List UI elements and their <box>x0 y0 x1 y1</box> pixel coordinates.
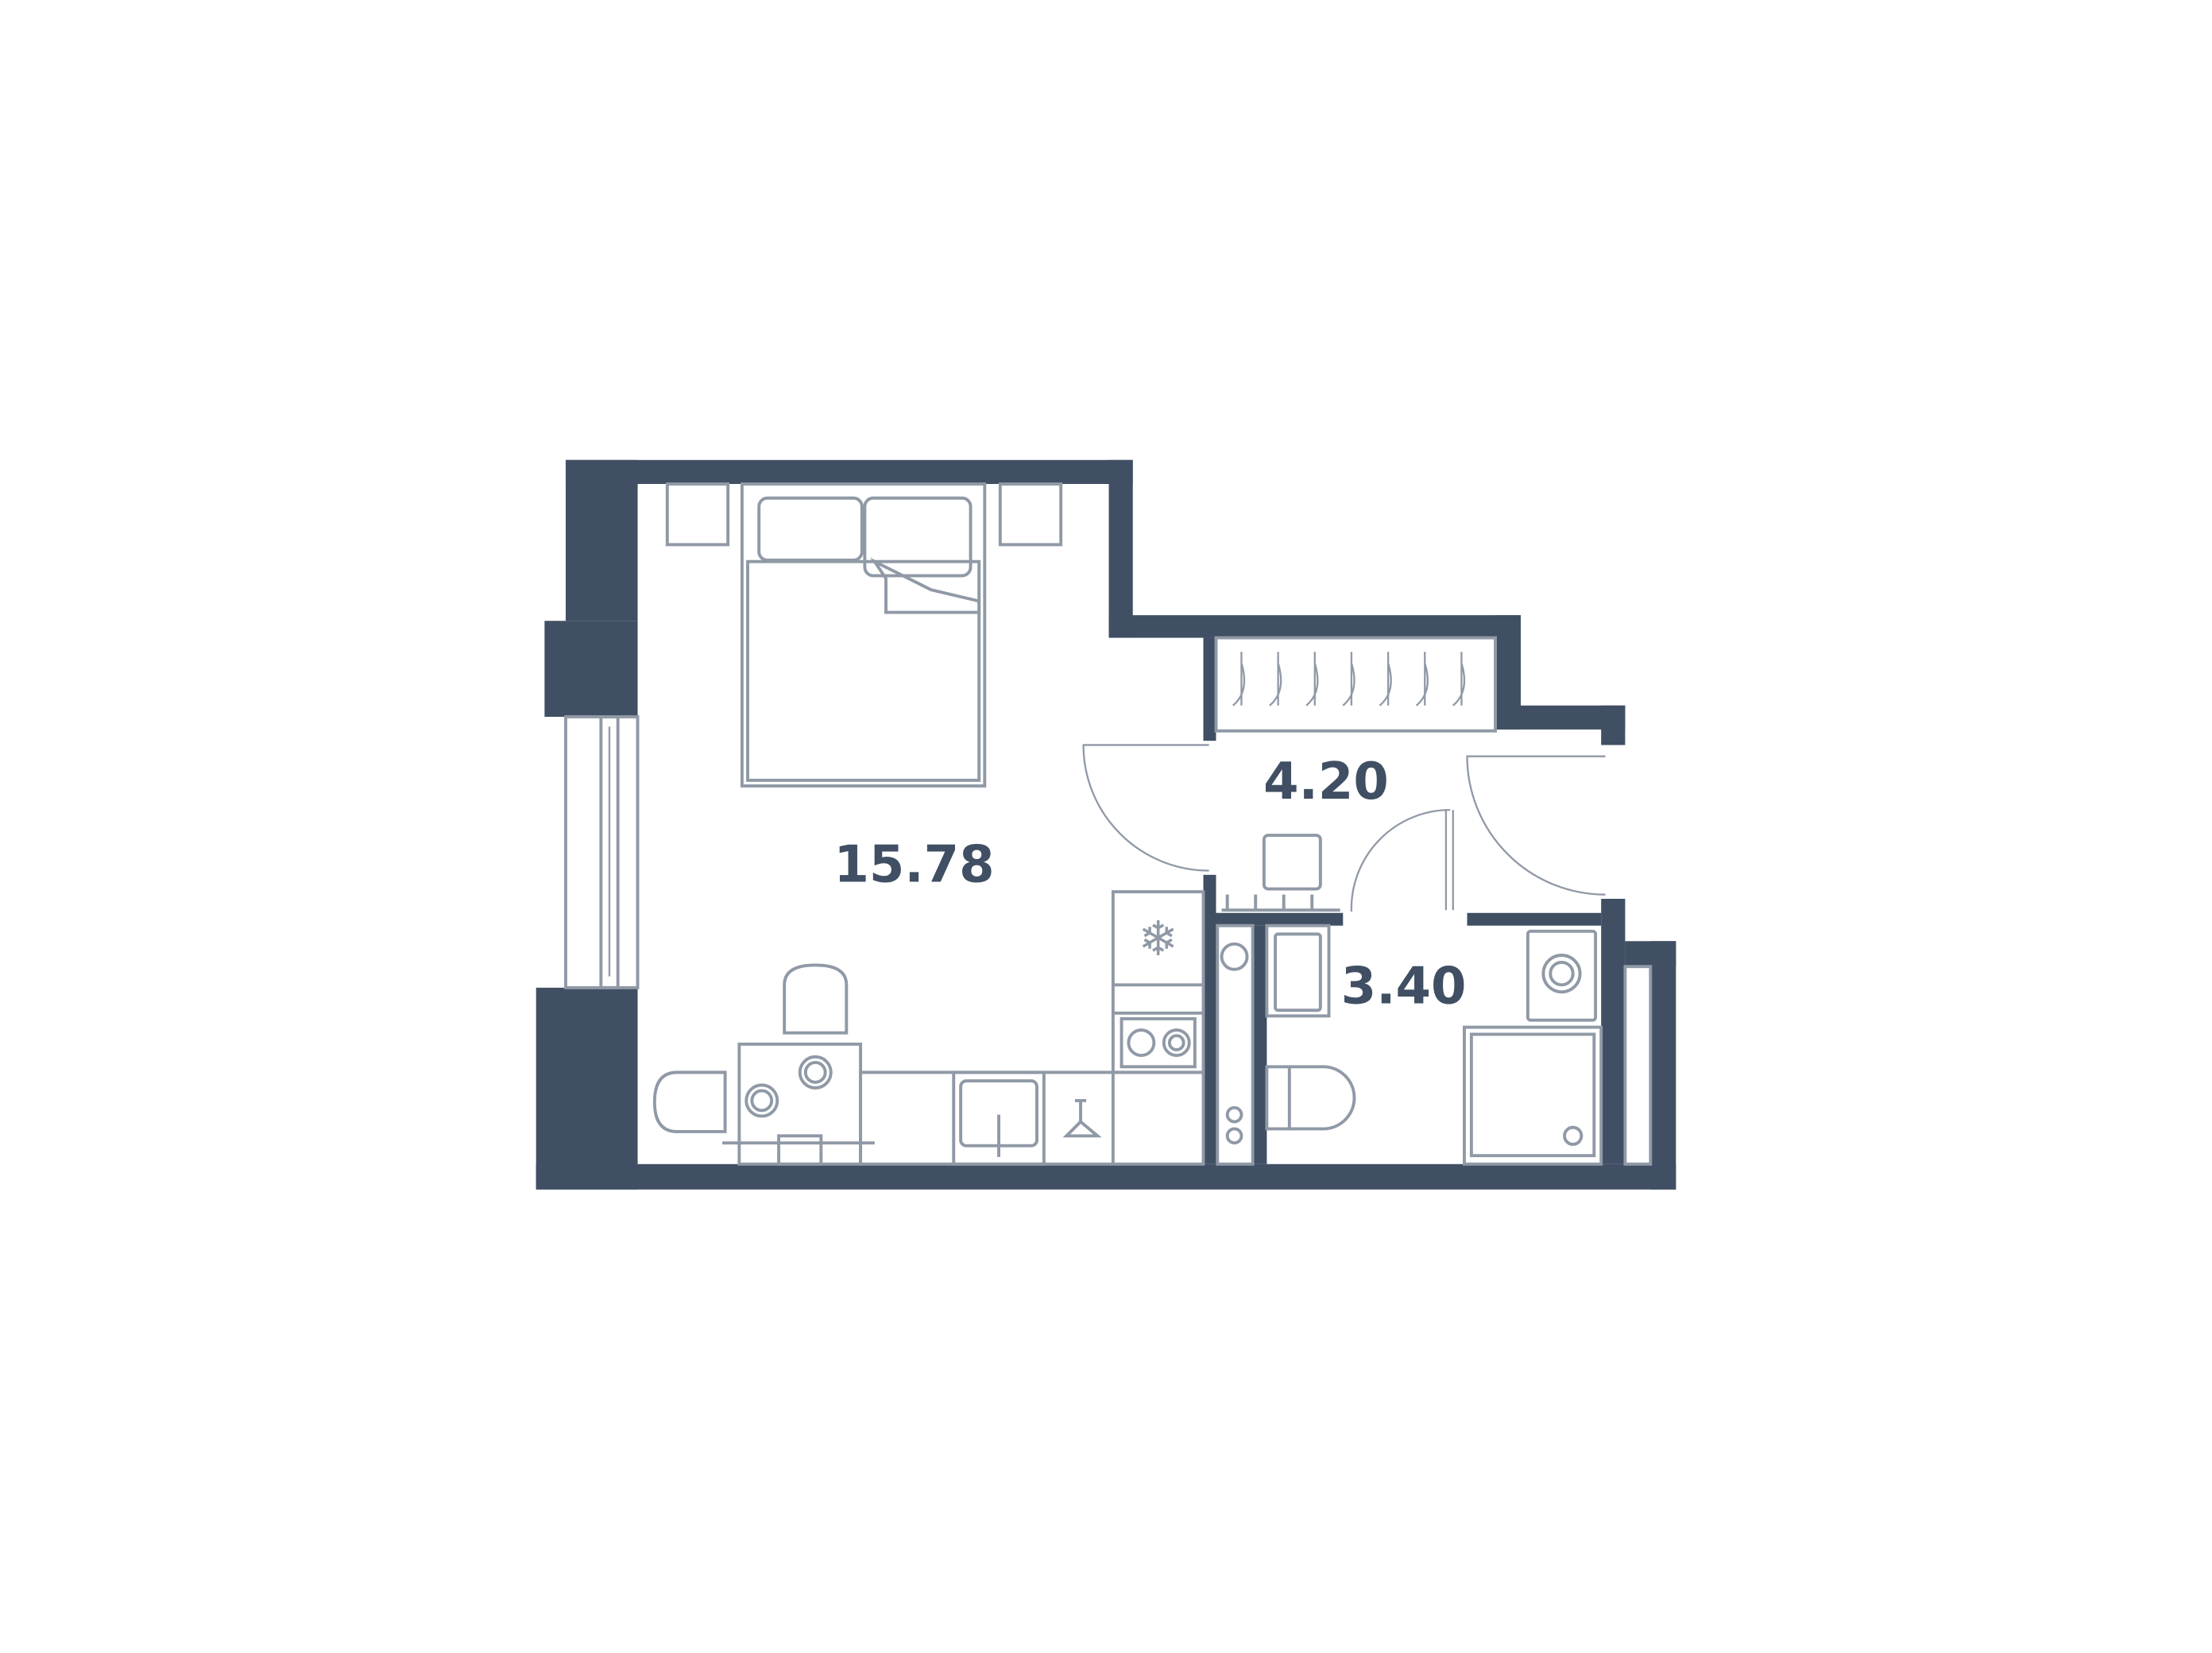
bed <box>665 482 1063 788</box>
hall-fixtures <box>1221 834 1340 912</box>
doors[interactable] <box>1082 744 1606 912</box>
dining-set <box>652 963 875 1166</box>
room-area-living: 15.78 <box>833 836 994 895</box>
room-area-hallway: 4.20 <box>1263 753 1389 811</box>
snowflake-icon: ❄ <box>1138 912 1178 967</box>
room-area-bathroom: 3.40 <box>1341 957 1467 1016</box>
window <box>564 715 640 989</box>
wardrobe <box>1214 636 1497 733</box>
walls <box>536 459 1676 1190</box>
kitchen: ❄ <box>859 890 1205 1166</box>
bathroom-fixtures <box>1216 923 1653 1166</box>
